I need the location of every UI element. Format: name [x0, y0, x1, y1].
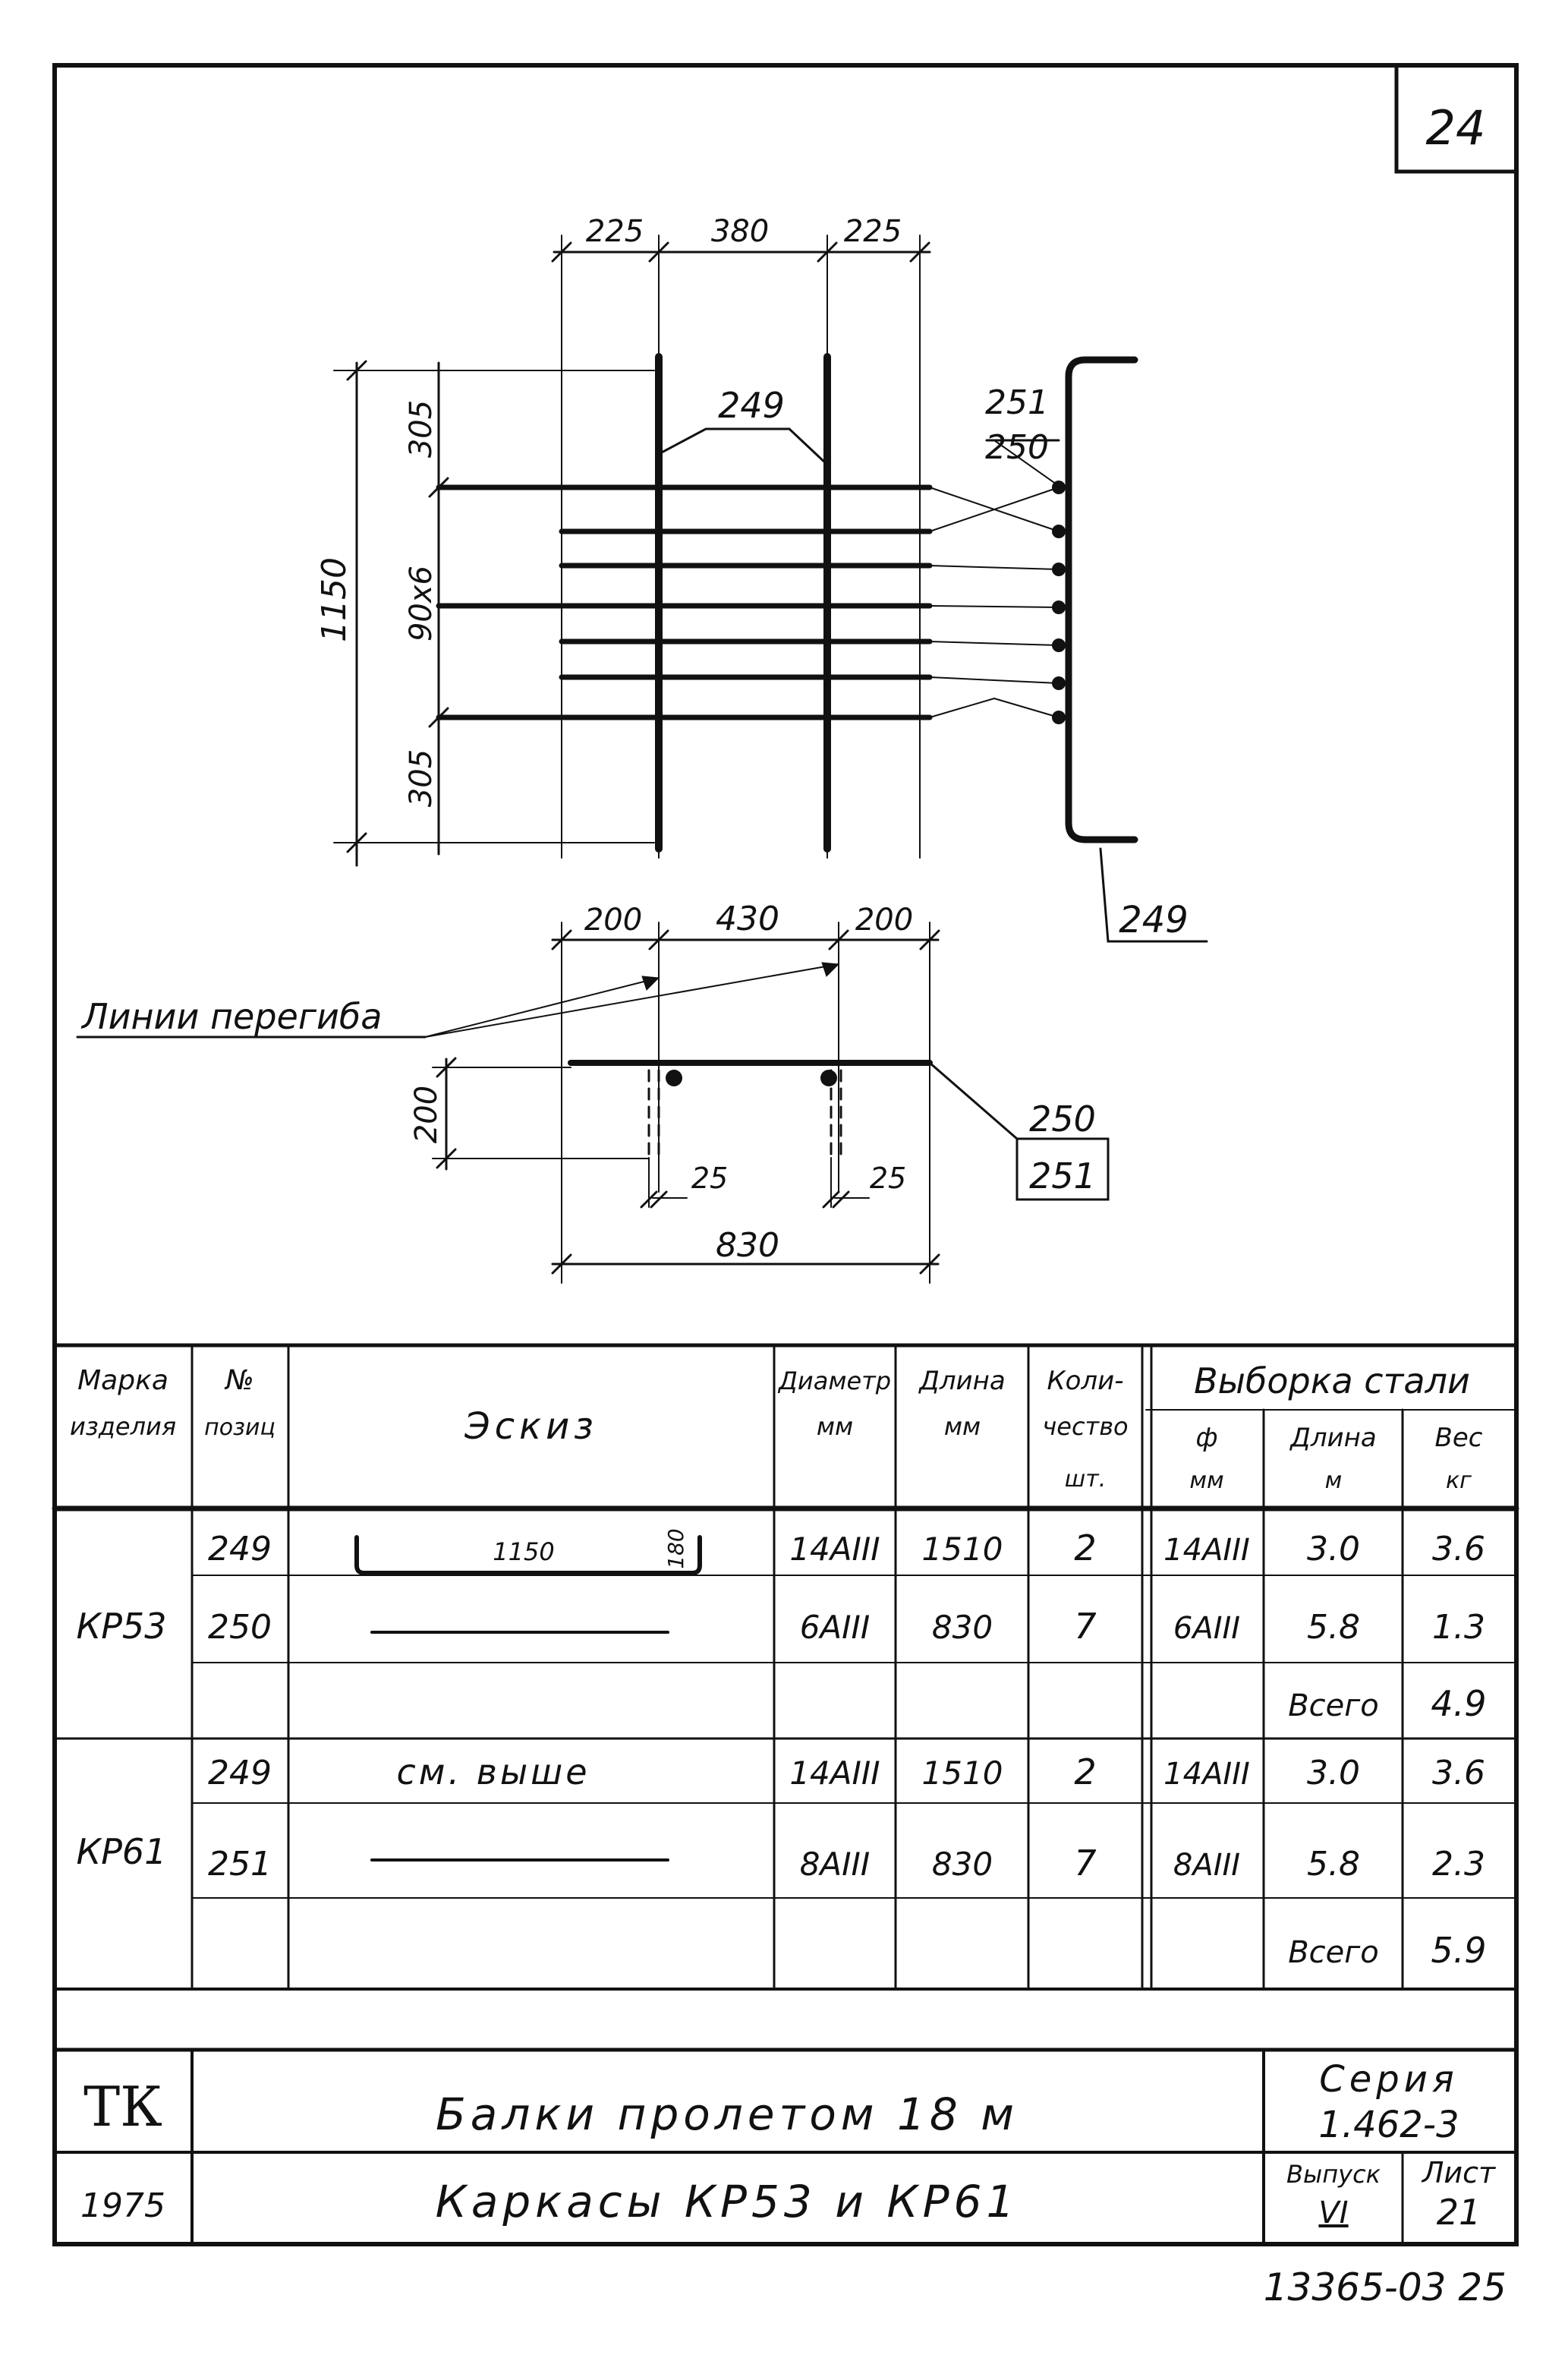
steel-table-grid	[52, 1343, 1519, 1991]
th-diameter-1: Диаметр	[777, 1367, 891, 1395]
th-qty-2: чество	[1042, 1412, 1128, 1441]
th-steel-weight-1: Вес	[1435, 1423, 1483, 1453]
dim-225-left: 225	[586, 214, 644, 249]
mark-kr61: КР61	[77, 1831, 167, 1872]
th-steel-len-1: Длина	[1289, 1423, 1376, 1453]
table-cell-weight: 1.3	[1432, 1608, 1485, 1647]
th-pos-1: №	[224, 1365, 253, 1396]
series-label: Серия	[1319, 2058, 1459, 2101]
year: 1975	[80, 2186, 165, 2225]
side-view	[76, 922, 1110, 1284]
sketch-dim-180: 180	[663, 1528, 688, 1568]
table-cell-pos: 249	[208, 1530, 272, 1568]
dim-305-bottom: 305	[404, 749, 439, 807]
table-cell-pos: 251	[208, 1845, 272, 1884]
corner-box	[1394, 63, 1519, 174]
sheet-frame	[52, 63, 1519, 2246]
dim-430: 430	[716, 900, 779, 938]
pos-label-251-top: 251	[985, 383, 1049, 422]
dim-830: 830	[716, 1226, 779, 1265]
table-cell-qty: 7	[1074, 1606, 1096, 1647]
dim-90x6: 90x6	[404, 566, 439, 642]
sheet-label: Лист	[1421, 2156, 1497, 2189]
sheet-corner-number: 24	[1426, 100, 1486, 156]
table-cell-phi: 14АIII	[1163, 1757, 1250, 1792]
table-cell-weight: 2.3	[1432, 1845, 1485, 1884]
pos-label-250-top: 250	[985, 428, 1049, 467]
pos-label-251-side: 251	[1029, 1155, 1096, 1196]
table-cell-slen: 5.8	[1307, 1845, 1360, 1884]
table-cell-total-label: Всего	[1288, 1688, 1379, 1723]
pos-label-249-bottom: 249	[1119, 899, 1189, 941]
table-cell-qty: 2	[1074, 1527, 1096, 1568]
table-cell-total-weight: 4.9	[1431, 1683, 1486, 1724]
dim-200-left: 200	[584, 903, 642, 938]
table-cell-weight: 3.6	[1432, 1530, 1485, 1568]
dim-200-side: 200	[409, 1086, 444, 1143]
th-mark-2: изделия	[70, 1412, 176, 1441]
table-cell-qty: 7	[1074, 1843, 1096, 1884]
table-cell-len: 1510	[922, 1530, 1003, 1568]
table-cell-slen: 5.8	[1307, 1608, 1360, 1647]
th-steel: Выборка стали	[1194, 1360, 1470, 1401]
th-qty-3: шт.	[1065, 1466, 1106, 1493]
dim-1150: 1150	[315, 557, 354, 642]
issue-label: Выпуск	[1286, 2160, 1381, 2189]
dim-380: 380	[711, 214, 769, 249]
table-cell-diam: 6АIII	[800, 1609, 871, 1646]
table-cell-diam: 8АIII	[800, 1846, 871, 1883]
table-cell-slen: 3.0	[1307, 1530, 1360, 1568]
dim-200-right: 200	[855, 903, 913, 938]
sheet-value: 21	[1437, 2192, 1481, 2233]
issue-value: VI	[1318, 2196, 1348, 2230]
table-cell-len: 1510	[922, 1754, 1003, 1792]
table-cell-phi: 6АIII	[1173, 1611, 1240, 1646]
table-cell-diam: 14АIII	[789, 1530, 880, 1568]
bend-lines-label: Линии перегиба	[80, 996, 382, 1037]
th-qty-1: Коли-	[1047, 1366, 1123, 1396]
table-cell-total-label: Всего	[1288, 1935, 1379, 1970]
table-cell-phi: 8АIII	[1173, 1848, 1240, 1883]
footer-code: 13365-03 25	[1264, 2265, 1507, 2309]
th-steel-weight-2: кг	[1446, 1467, 1472, 1494]
table-cell-phi: 14АIII	[1163, 1533, 1250, 1568]
title-line-2: Каркасы КР53 и КР61	[436, 2176, 1019, 2227]
table-cell-pos: 250	[208, 1608, 272, 1647]
th-mark-1: Марка	[77, 1365, 168, 1396]
table-cell-pos: 249	[208, 1754, 272, 1792]
pos-label-250-side: 250	[1029, 1099, 1096, 1140]
dim-305-top: 305	[404, 400, 439, 458]
dim-25-right: 25	[870, 1162, 906, 1195]
th-length-1: Длина	[918, 1366, 1005, 1396]
org-stamp: ТК	[83, 2075, 162, 2139]
th-diameter-2: мм	[817, 1412, 853, 1441]
table-cell-total-weight: 5.9	[1431, 1930, 1486, 1971]
dim-25-left: 25	[691, 1162, 728, 1195]
th-steel-phi-2: мм	[1189, 1467, 1223, 1494]
th-steel-len-2: м	[1325, 1467, 1343, 1494]
title-line-1: Балки пролетом 18 м	[436, 2088, 1019, 2140]
top-view	[333, 235, 1208, 943]
sketch-dim-1150: 1150	[493, 1537, 554, 1566]
dim-225-right: 225	[844, 214, 902, 249]
table-cell-diam: 14АIII	[789, 1754, 880, 1792]
table-cell-weight: 3.6	[1432, 1754, 1485, 1792]
series-value: 1.462-3	[1318, 2104, 1459, 2146]
th-sketch: Эскиз	[464, 1405, 598, 1448]
sketch-see-above: см. выше	[396, 1751, 590, 1792]
mark-kr53: КР53	[77, 1606, 167, 1647]
th-pos-2: позиц	[204, 1414, 276, 1441]
pos-label-249-top: 249	[718, 385, 785, 426]
table-cell-slen: 3.0	[1307, 1754, 1360, 1792]
table-cell-qty: 2	[1074, 1751, 1096, 1792]
th-length-2: мм	[944, 1412, 981, 1441]
title-block-grid	[52, 2047, 1519, 2246]
table-cell-len: 830	[932, 1609, 993, 1646]
th-steel-phi-1: ф	[1195, 1423, 1217, 1453]
table-cell-len: 830	[932, 1846, 993, 1883]
